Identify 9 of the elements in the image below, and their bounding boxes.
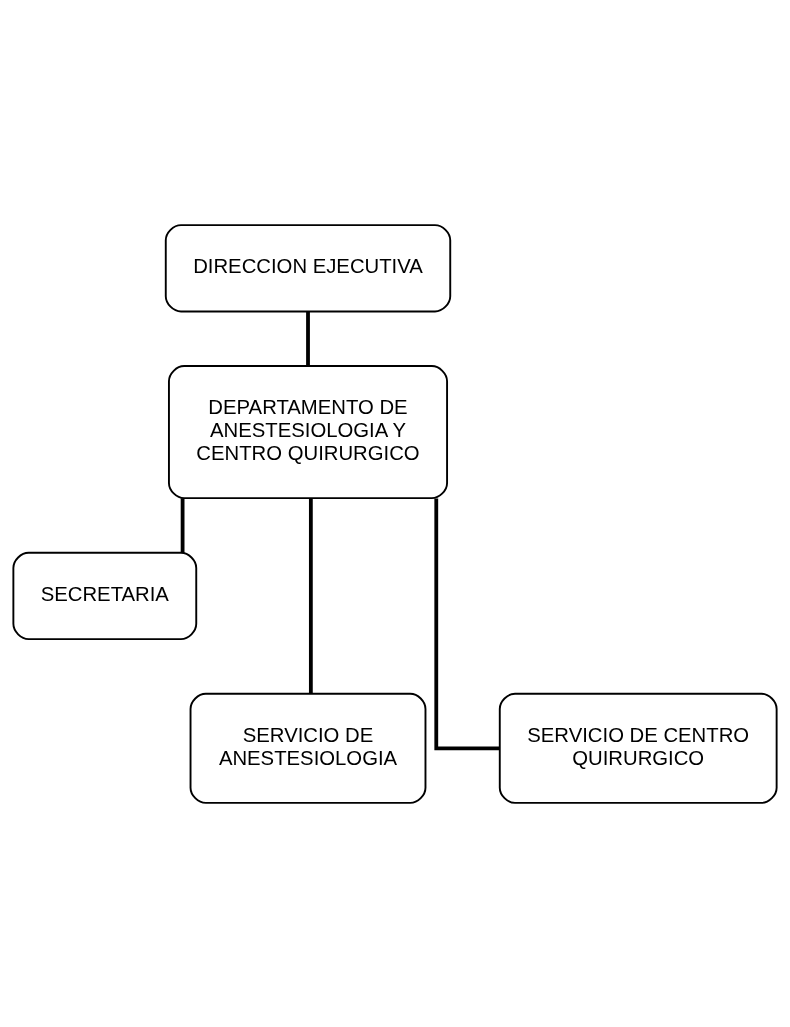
node-box: DEPARTAMENTO DE ANESTESIOLOGIA Y CENTRO QUIRURGICO xyxy=(168,364,448,499)
connector xyxy=(306,311,310,366)
node-box: SECRETARIA xyxy=(12,551,198,640)
connector xyxy=(180,497,185,553)
node-box: SERVICIO DE ANESTESIOLOGIA xyxy=(189,692,427,804)
connector xyxy=(308,497,313,694)
node-box: SERVICIO DE CENTRO QUIRURGICO xyxy=(498,692,778,804)
connector xyxy=(434,497,500,750)
node-box: DIRECCION EJECUTIVA xyxy=(164,223,452,312)
